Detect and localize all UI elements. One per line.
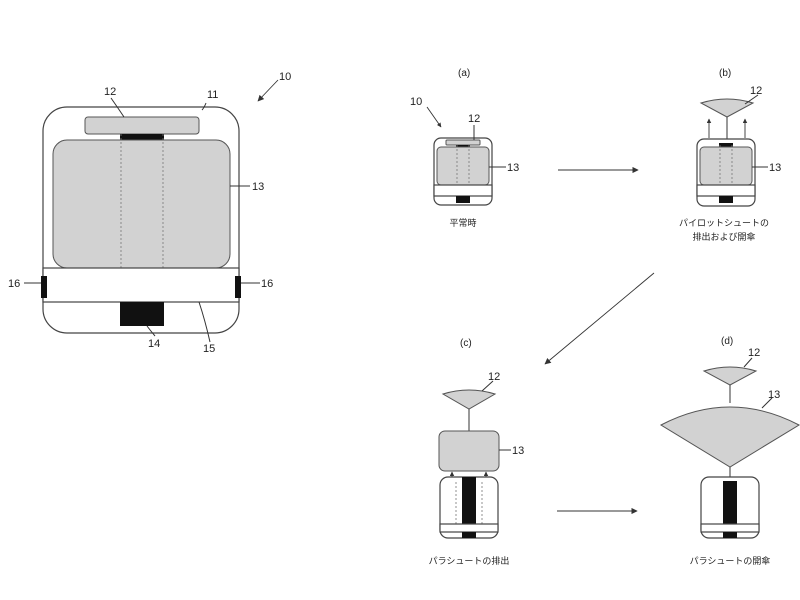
a-caption: 平常時 [449, 217, 476, 229]
a-label-12: 12 [468, 113, 480, 125]
panel-c: (c) 12 13 パラシュートの排出 [429, 338, 525, 567]
main-connector [120, 134, 164, 140]
main-block [120, 302, 164, 326]
a-block [456, 196, 470, 203]
d-caption: パラシュートの開傘 [690, 555, 771, 567]
main-left-sensor [41, 276, 47, 298]
panel-d-label: (d) [721, 336, 733, 347]
d-pilot-chute [702, 366, 758, 386]
a-connector [456, 145, 470, 147]
b-caption-line1: パイロットシュートの [679, 218, 769, 229]
b-caption-line2: 排出および開傘 [692, 231, 755, 243]
d-label-13: 13 [768, 389, 780, 401]
panel-b-label: (b) [719, 68, 731, 79]
c-pilot-chute [441, 389, 497, 410]
b-parachute [699, 146, 753, 186]
panel-b: (b) 12 13 パイロットシュートの 排出および開傘 [679, 68, 781, 243]
main-pilot-chute [84, 116, 200, 135]
main-label-16-left: 16 [8, 278, 20, 290]
main-label-16-right: 16 [261, 278, 273, 290]
a-label-10: 10 [410, 96, 422, 108]
d-connector [723, 481, 737, 525]
b-block [719, 196, 733, 203]
c-connector [462, 477, 476, 525]
main-label-15: 15 [203, 343, 215, 355]
a-parachute [436, 146, 490, 186]
panel-a: (a) 10 12 13 平常時 [410, 68, 519, 229]
c-label-13: 13 [512, 445, 524, 457]
main-label-11: 11 [207, 89, 218, 101]
main-label-13: 13 [252, 181, 264, 193]
b-label-13: 13 [769, 162, 781, 174]
d-parachute [659, 406, 800, 468]
d-block [723, 532, 737, 538]
main-right-sensor [235, 276, 241, 298]
b-pilot-chute [699, 98, 755, 118]
d-label-12: 12 [748, 347, 760, 359]
panel-c-label: (c) [460, 338, 472, 349]
main-label-12: 12 [104, 86, 116, 98]
main-label-14: 14 [148, 338, 160, 350]
main-label-10: 10 [279, 71, 291, 83]
arrow-b-to-c [544, 272, 655, 365]
b-label-12: 12 [750, 85, 762, 97]
main-band [42, 267, 240, 303]
panel-a-label: (a) [458, 68, 470, 79]
panel-d: (d) 12 13 パラシュートの開傘 [659, 336, 800, 567]
a-pilot-chute [445, 139, 481, 146]
c-caption: パラシュートの排出 [429, 555, 510, 567]
main-parachute [52, 139, 231, 269]
c-block [462, 532, 476, 538]
a-label-13: 13 [507, 162, 519, 174]
main-device: 10 11 12 13 16 16 14 15 [8, 71, 291, 355]
b-connector [719, 143, 733, 147]
c-parachute [438, 430, 500, 472]
c-label-12: 12 [488, 371, 500, 383]
